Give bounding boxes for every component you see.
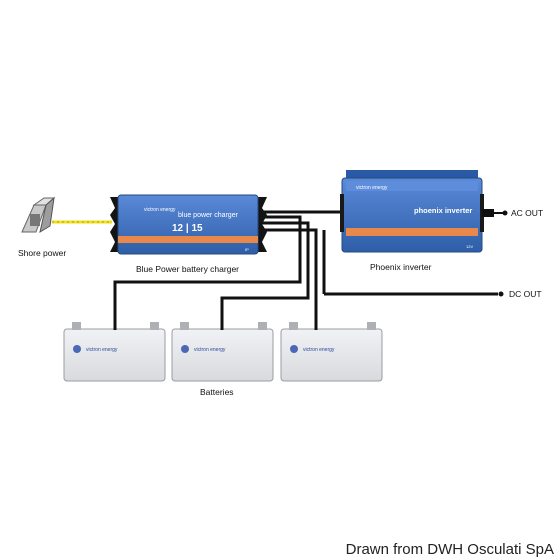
image-credit: Drawn from DWH Osculati SpA [345,541,554,558]
batteries-label: Batteries [200,387,234,397]
dc-out-terminal [498,291,504,297]
victron-logo-icon [290,345,298,353]
phoenix-inverter: victron energy phoenix inverter 12V [340,170,484,253]
battery-charger: victron energy blue power charger 12 | 1… [110,194,267,255]
shore-power-plug-icon [21,196,56,234]
dc-out-label: DC OUT [509,289,542,299]
inverter-brand: victron energy [356,185,388,191]
charger-model: blue power charger [178,212,239,219]
battery: victron energy [280,322,383,382]
inverter-label: Phoenix inverter [370,262,432,272]
charger-brand: victron energy [144,207,176,213]
battery: victron energy [63,322,166,382]
battery-brand: victron energy [86,347,118,353]
victron-logo-icon [181,345,189,353]
battery-brand: victron energy [303,347,335,353]
dc-cables [113,210,498,328]
ac-out-label: AC OUT [511,208,543,218]
victron-logo-icon [73,345,81,353]
battery-terminal-leads [113,326,318,330]
shore-power-label: Shore power [18,248,66,258]
charger-rating: 12 | 15 [172,223,203,234]
battery-brand: victron energy [194,347,226,353]
charger-label: Blue Power battery charger [136,264,239,274]
inverter-corner-mark: 12V [466,244,473,249]
battery: victron energy [171,322,274,382]
charger-corner-mark: IP [245,247,249,252]
ac-out-connector [482,209,508,217]
inverter-model: phoenix inverter [414,206,472,215]
